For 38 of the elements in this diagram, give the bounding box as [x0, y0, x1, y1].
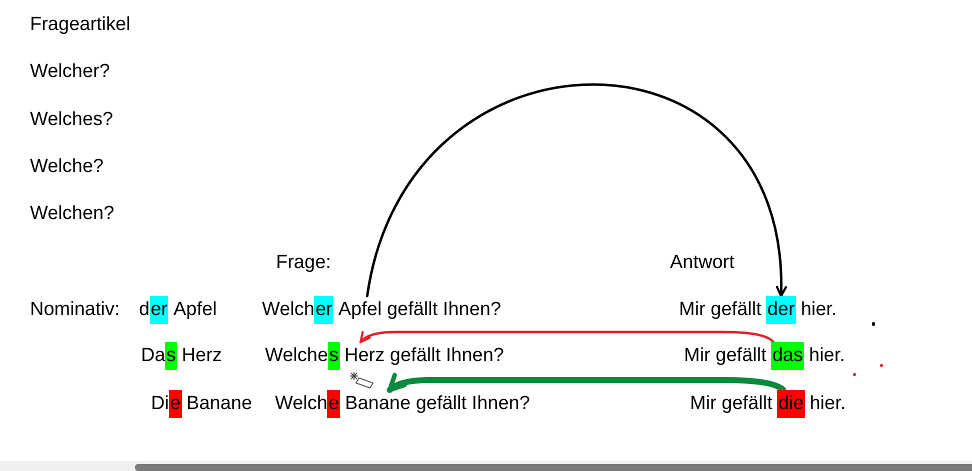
question-text: Banane gefällt Ihnen?: [345, 392, 530, 416]
title-text: Frageartikel: [30, 13, 130, 37]
noun-phrase-text: Apfel: [173, 298, 217, 322]
answer-text: Mir gefällt: [684, 344, 766, 368]
answer-text: Mir gefällt: [679, 298, 762, 322]
highlighted-ending: er: [314, 296, 334, 324]
answer-text: hier.: [800, 298, 837, 322]
noun-phrase-text: Da: [141, 344, 166, 368]
column-heading: Antwort: [670, 251, 734, 275]
highlighted-ending: s: [165, 342, 177, 370]
case-label: Nominativ:: [30, 298, 120, 322]
question-word-text: Welchen?: [30, 202, 114, 226]
question-text: Apfel gefällt Ihnen?: [338, 298, 502, 322]
question-word-text: Welche?: [30, 155, 104, 179]
question-text: Welch: [275, 392, 328, 416]
noun-phrase-text: Di: [151, 392, 169, 416]
answer-text: hier.: [809, 344, 845, 368]
curved-arrow: [359, 330, 775, 344]
question-word-text: Welcher?: [30, 60, 110, 84]
question-word-text: Welches?: [30, 108, 114, 132]
highlighted-ending: e: [327, 390, 340, 418]
curved-arrow: [386, 373, 786, 393]
answer-text: Mir gefällt: [690, 392, 772, 416]
question-text: Herz gefällt Ihnen?: [344, 344, 504, 368]
noun-phrase-text: Herz: [182, 344, 222, 368]
highlighted-ending: e: [168, 390, 182, 418]
column-heading: Frage:: [276, 251, 331, 275]
noun-phrase-text: d: [139, 298, 150, 322]
highlighted-article: die: [777, 390, 805, 418]
noun-phrase-text: Banane: [186, 392, 252, 416]
highlighted-ending: s: [328, 342, 340, 370]
highlighted-article: der: [766, 296, 796, 324]
highlighted-article: das: [771, 342, 804, 370]
question-text: Welche: [265, 344, 328, 368]
curved-arrow: [366, 83, 786, 298]
highlighted-ending: er: [150, 296, 168, 324]
question-text: Welch: [262, 298, 314, 322]
answer-text: hier.: [810, 392, 846, 416]
